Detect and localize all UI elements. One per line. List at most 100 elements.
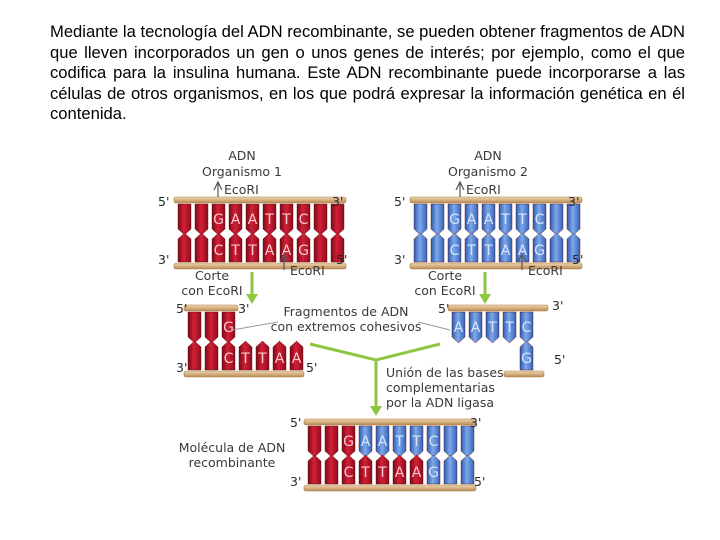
base-letter-bottom: C [344, 465, 354, 481]
nucleotide-top [195, 204, 208, 235]
cut-label-org2-line1: Corte [428, 268, 462, 283]
base-letter-bottom: G [534, 243, 545, 259]
backbone-bottom [304, 485, 476, 491]
dna2-end-3-bottom: 3' [394, 252, 405, 267]
dna1-end-5-bottom: 5' [336, 252, 347, 267]
dna-org1: GCATATTATACG [174, 197, 346, 269]
frag1-end-5-bottom: 5' [306, 360, 317, 375]
base-letter-top: A [467, 212, 477, 228]
org2-title-line1: ADN [474, 148, 502, 163]
nucleotide-top [461, 426, 474, 457]
nucleotide-bottom [178, 233, 191, 262]
backbone-bottom [184, 371, 304, 377]
frag2-end-3-top: 3' [552, 298, 563, 313]
base-letter-top: C [522, 320, 532, 336]
base-letter-top: C [299, 212, 309, 228]
base-letter-top: A [231, 212, 241, 228]
base-letter-top: T [500, 212, 510, 228]
ecori-top-marker-org2: EcoRI [456, 182, 501, 198]
recomb-end-5-bottom: 5' [474, 474, 485, 489]
nucleotide-bottom [461, 455, 474, 484]
nucleotide-top [314, 204, 327, 235]
arrow-cut-org2 [479, 272, 491, 304]
backbone-top [184, 305, 238, 311]
base-letter-bottom: C [224, 351, 234, 367]
base-letter-top: T [487, 320, 497, 336]
dna2-end-5-bottom: 5' [572, 252, 583, 267]
base-letter-top: T [264, 212, 274, 228]
recomb-end-3-top: 3' [470, 415, 481, 430]
svg-text:EcoRI: EcoRI [224, 182, 259, 197]
dna1-end-5-top: 5' [158, 194, 169, 209]
nucleotide-top [550, 204, 563, 235]
base-letter-bottom: A [292, 351, 302, 367]
fragments-label-line1: Fragmentos de ADN [284, 304, 409, 319]
nucleotide-bottom [414, 233, 427, 262]
org1-title-line2: Organismo 1 [202, 164, 282, 179]
base-letter-top: T [411, 434, 421, 450]
nucleotide-bottom [550, 233, 563, 262]
nucleotide-top [188, 312, 201, 343]
base-letter-bottom: G [428, 465, 439, 481]
nucleotide-bottom [431, 233, 444, 262]
base-letter-bottom: A [412, 465, 422, 481]
base-letter-bottom: T [230, 243, 240, 259]
base-letter-top: A [484, 212, 494, 228]
svg-text:EcoRI: EcoRI [528, 263, 563, 278]
base-letter-top: A [361, 434, 371, 450]
nucleotide-bottom [188, 341, 201, 370]
nucleotide-top [178, 204, 191, 235]
dna1-end-3-bottom: 3' [158, 252, 169, 267]
ecori-top-marker-org1: EcoRI [214, 182, 259, 198]
dna1-end-3-top: 3' [332, 194, 343, 209]
nucleotide-top [325, 426, 338, 457]
nucleotide-top [431, 204, 444, 235]
base-letter-bottom: C [450, 243, 460, 259]
result-label-line1: Molécula de ADN [179, 440, 286, 455]
union-label-line3: por la ADN ligasa [386, 395, 494, 410]
base-letter-top: T [281, 212, 291, 228]
base-letter-top: C [535, 212, 545, 228]
base-letter-top: T [394, 434, 404, 450]
base-letter-bottom: T [377, 465, 387, 481]
base-letter-top: G [223, 320, 234, 336]
backbone-top [448, 305, 548, 311]
nucleotide-bottom [308, 455, 321, 484]
backbone-top [410, 197, 582, 203]
cut-label-org2-line2: con EcoRI [414, 283, 475, 298]
base-letter-bottom: A [275, 351, 285, 367]
base-letter-bottom: T [240, 351, 250, 367]
fragments-label-line2: con extremos cohesivos [271, 319, 422, 334]
nucleotide-top [205, 312, 218, 343]
dna2-end-5-top: 5' [394, 194, 405, 209]
nucleotide-top [444, 426, 457, 457]
base-letter-top: A [248, 212, 258, 228]
frag1-end-3-bottom: 3' [176, 360, 187, 375]
backbone-top [174, 197, 346, 203]
frag1-end-3-top: 3' [238, 301, 249, 316]
backbone-bottom [504, 371, 544, 377]
base-letter-top: G [449, 212, 460, 228]
base-letter-bottom: A [501, 243, 511, 259]
recomb-end-3-bottom: 3' [290, 474, 301, 489]
base-letter-top: C [429, 434, 439, 450]
base-letter-top: A [471, 320, 481, 336]
frag2-end-5-bottom: 5' [554, 352, 565, 367]
dna2-end-3-top: 3' [568, 194, 579, 209]
frag1-end-5: 5' [176, 301, 187, 316]
base-letter-top: A [378, 434, 388, 450]
arrow-cut-org1 [246, 272, 258, 304]
base-letter-bottom: C [214, 243, 224, 259]
union-label-line1: Unión de las bases [386, 365, 504, 380]
backbone-top [304, 419, 476, 425]
base-letter-bottom: T [257, 351, 267, 367]
frag2-end-5-top: 5' [438, 301, 449, 316]
result-label-line2: recombinante [189, 455, 276, 470]
dna-org2: GCATATTATACG [410, 197, 582, 269]
base-letter-top: T [517, 212, 527, 228]
nucleotide-bottom [314, 233, 327, 262]
nucleotide-bottom [325, 455, 338, 484]
base-letter-bottom: T [360, 465, 370, 481]
